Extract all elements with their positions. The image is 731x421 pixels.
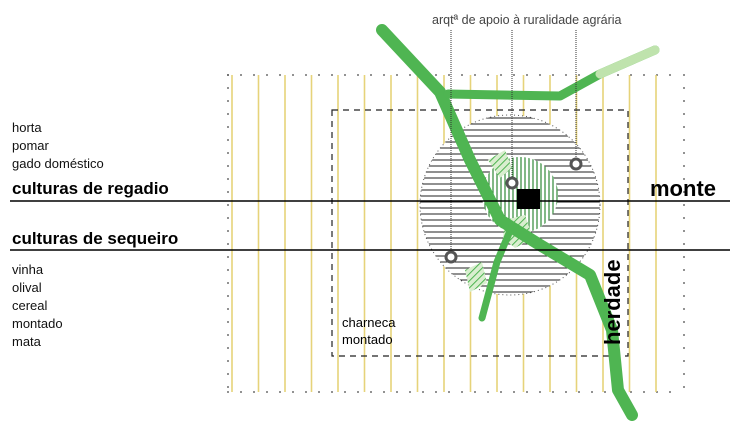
monte-label: monte — [650, 176, 716, 201]
left-top-list: horta pomar gado doméstico — [12, 120, 104, 171]
left-item: olival — [12, 280, 42, 295]
left-item: vinha — [12, 262, 44, 277]
left-item: montado — [12, 316, 63, 331]
core-label: charneca montado — [342, 315, 396, 347]
support-building-marker — [444, 250, 458, 264]
monte-building — [517, 189, 540, 209]
left-item: gado doméstico — [12, 156, 104, 171]
left-item: horta — [12, 120, 42, 135]
top-label: arqtª de apoio à ruralidade agrária — [432, 13, 622, 27]
green-paths — [376, 24, 660, 421]
core-line: montado — [342, 332, 393, 347]
herdade-label: herdade — [600, 259, 625, 345]
herdade-boundary — [331, 109, 629, 357]
leader-lines — [450, 30, 577, 254]
support-building-marker — [505, 176, 519, 190]
core-line: charneca — [342, 315, 396, 330]
left-item: mata — [12, 334, 42, 349]
sequeiro-label: culturas de sequeiro — [12, 229, 178, 248]
support-buildings — [444, 157, 583, 264]
support-building-marker — [569, 157, 583, 171]
regadio-label: culturas de regadio — [12, 179, 169, 198]
left-bottom-list: vinha olival cereal montado mata — [12, 262, 63, 349]
left-item: pomar — [12, 138, 50, 153]
left-item: cereal — [12, 298, 48, 313]
outer-field-dots — [227, 74, 685, 393]
